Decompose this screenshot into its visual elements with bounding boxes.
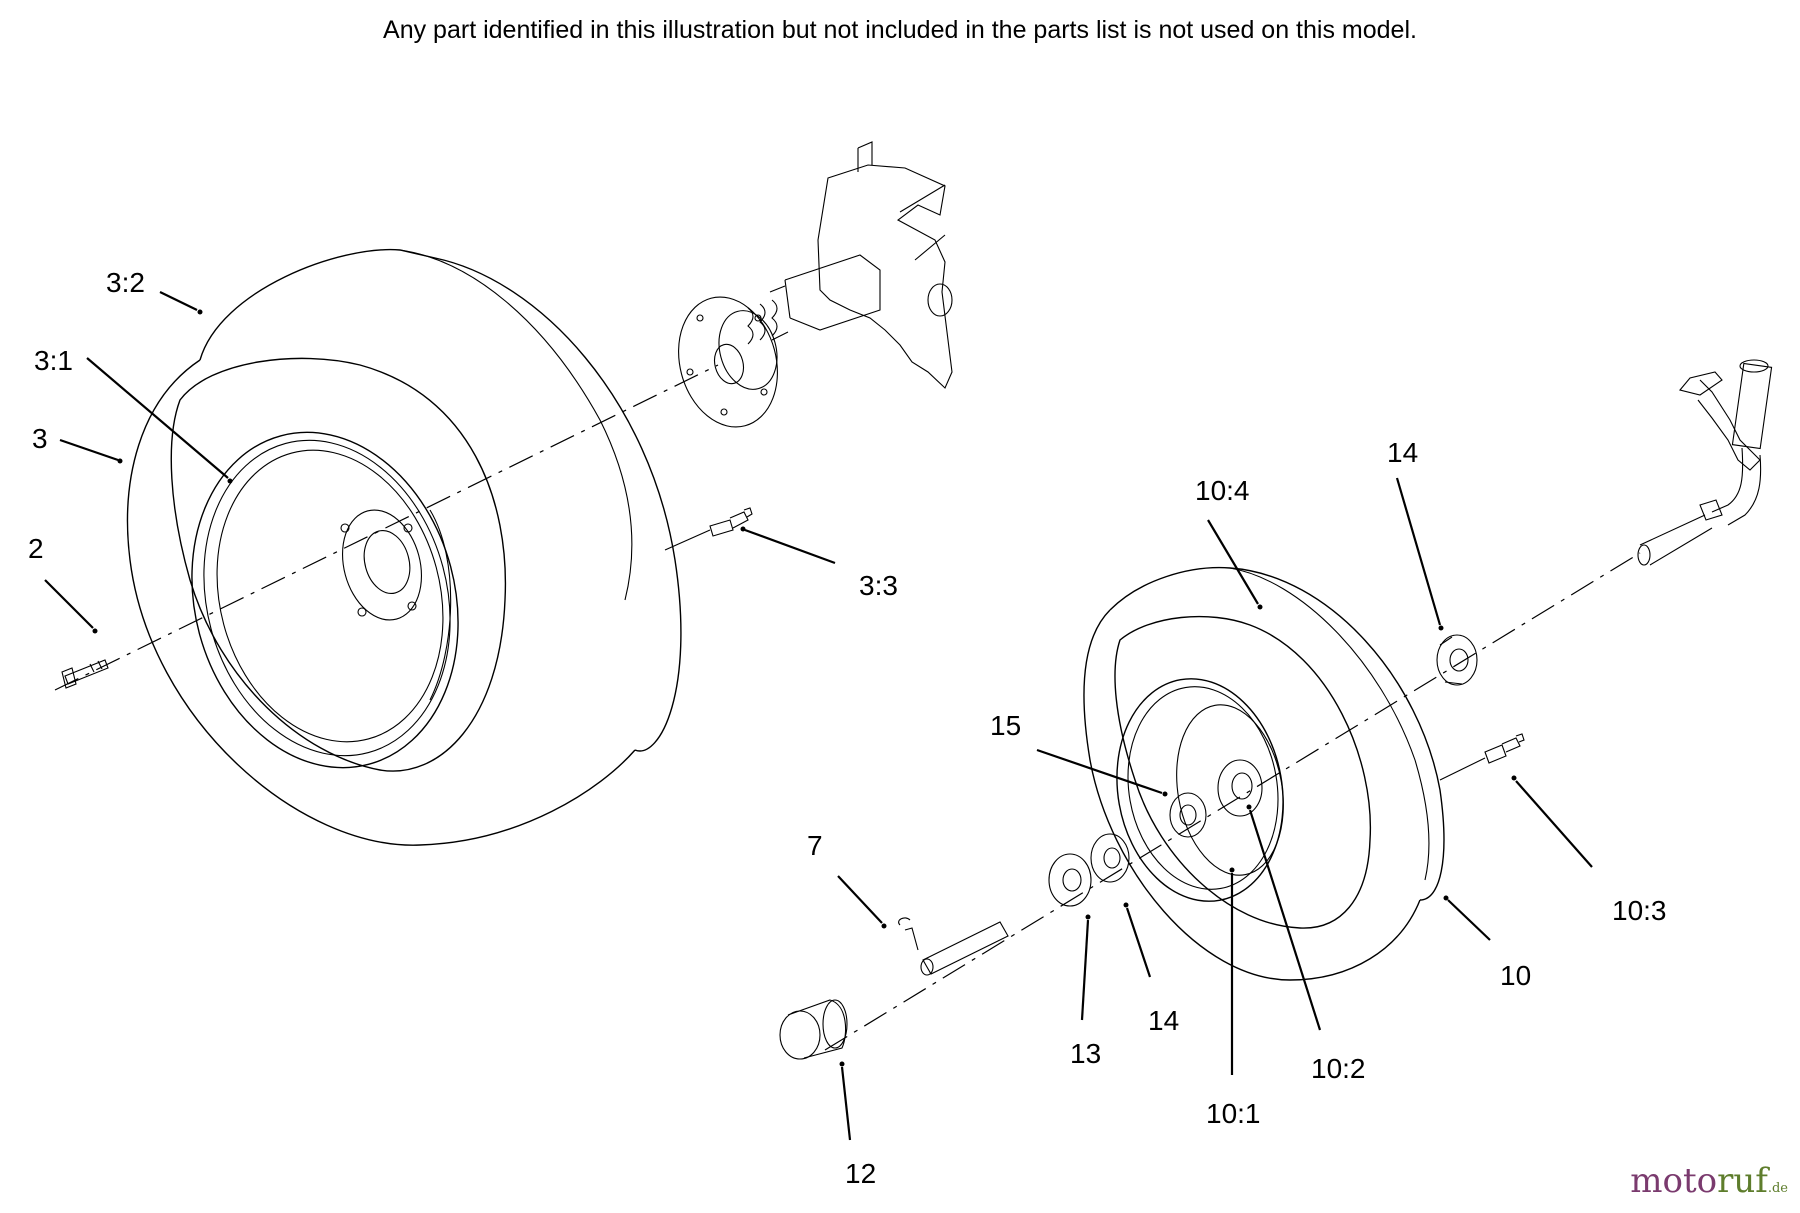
- axle-cap-12: [779, 999, 848, 1060]
- washer-13: [1048, 853, 1092, 907]
- right-wheel: [1083, 566, 1445, 981]
- diagram-note: Any part identified in this illustration…: [383, 16, 1417, 44]
- watermark-logo: motoruf.de: [1630, 1161, 1788, 1201]
- watermark-part3: .de: [1767, 1181, 1788, 1196]
- label-14-top: 14: [1387, 437, 1418, 468]
- valve-stem-right: [1439, 733, 1525, 781]
- axle-centerline-right: [824, 552, 1641, 1051]
- axle-pin-7: [898, 917, 1009, 976]
- axle-centerline-left: [54, 364, 719, 691]
- label-10-1: 10:1: [1206, 1098, 1261, 1129]
- label-10: 10: [1500, 960, 1531, 991]
- spindle-assembly: [678, 141, 953, 428]
- left-wheel: [126, 248, 682, 846]
- label-15: 15: [990, 710, 1021, 741]
- leader-lines: [44, 291, 1593, 1141]
- watermark-part1: moto: [1630, 1161, 1718, 1201]
- label-2: 2: [28, 533, 44, 564]
- label-7: 7: [807, 830, 823, 861]
- washer-14-bottom: [1090, 833, 1130, 883]
- label-3: 3: [32, 423, 48, 454]
- valve-stem-left: [664, 507, 753, 551]
- caster-fork: [1637, 359, 1773, 566]
- label-3-3: 3:3: [859, 570, 898, 601]
- label-14-bottom: 14: [1148, 1005, 1179, 1036]
- label-10-2: 10:2: [1311, 1053, 1366, 1084]
- label-13: 13: [1070, 1038, 1101, 1069]
- washer-14-top: [1436, 634, 1478, 686]
- label-10-3: 10:3: [1612, 895, 1667, 926]
- label-3-1: 3:1: [34, 345, 73, 376]
- watermark-part2: ruf: [1717, 1161, 1768, 1201]
- bolt-2: [61, 659, 109, 689]
- label-10-4: 10:4: [1195, 475, 1250, 506]
- label-12: 12: [845, 1158, 876, 1189]
- label-3-2: 3:2: [106, 267, 145, 298]
